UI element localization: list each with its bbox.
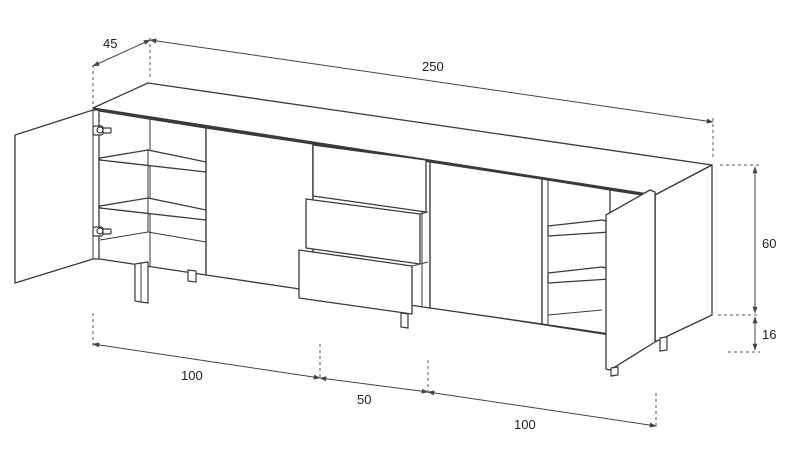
hinge-icon	[92, 226, 112, 237]
drawer-section	[298, 143, 431, 315]
left-leg	[134, 261, 197, 304]
dimension-right-section-label: 100	[514, 417, 536, 432]
dimension-body-height: 60	[718, 164, 776, 316]
right-compartment	[541, 178, 611, 335]
dimension-leg-height-label: 16	[762, 327, 776, 342]
left-center-door	[205, 127, 314, 292]
dimension-body-height-label: 60	[762, 236, 776, 251]
dimension-total-width-label: 250	[422, 59, 444, 74]
right-leg	[659, 336, 668, 352]
center-leg	[400, 312, 409, 329]
dimension-leg-height: 16	[728, 316, 776, 353]
right-center-door	[429, 161, 543, 325]
dimension-middle-section-label: 50	[357, 392, 371, 407]
dimension-sections: 100 50 100	[92, 313, 657, 432]
dimension-left-section-label: 100	[181, 368, 203, 383]
dimension-depth-label: 45	[103, 36, 117, 51]
cabinet-right-side	[654, 164, 713, 343]
right-leg	[610, 366, 619, 377]
right-door	[605, 189, 656, 371]
drawer-bottom	[298, 249, 429, 315]
dimension-total-width: 250	[149, 38, 714, 160]
left-door	[14, 109, 112, 284]
hinge-icon	[92, 125, 112, 136]
left-compartment	[92, 109, 207, 276]
